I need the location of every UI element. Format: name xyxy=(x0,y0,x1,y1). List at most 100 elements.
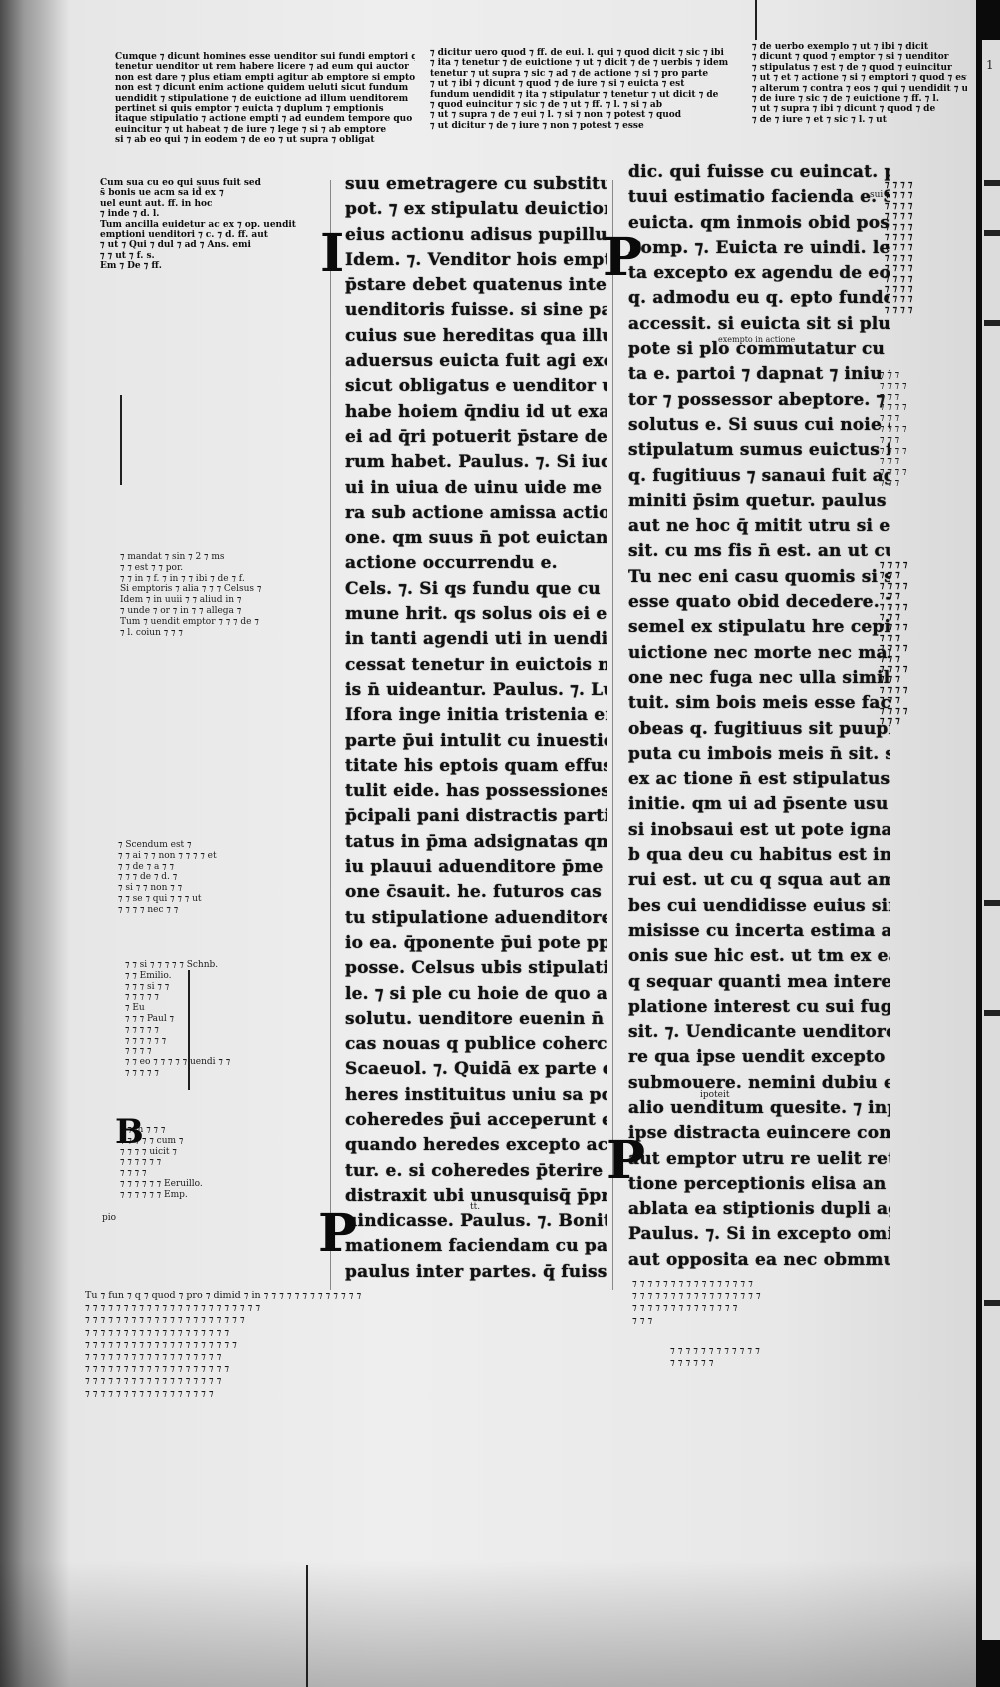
right-margin-gloss: ⁊ ⁊ ⁊⁊ ⁊ ⁊ ⁊⁊ ⁊ ⁊⁊ ⁊ ⁊ ⁊⁊ ⁊ ⁊⁊ ⁊ ⁊ ⁊⁊ ⁊ … xyxy=(880,370,975,500)
text-line: si inobsaui est ut pote ignauim. ⁊ io xyxy=(628,819,890,840)
text-line: initie. qm ui ad p̄sente usu p̄tinet. ea xyxy=(628,794,890,815)
gloss-line: ⁊ ⁊ ⁊ xyxy=(880,456,900,467)
gloss-line: ⁊ ⁊ ⁊ ⁊ xyxy=(880,601,908,612)
gloss-line: ⁊ stipulatus ⁊ est ⁊ de ⁊ quod ⁊ euincit… xyxy=(752,62,952,73)
gloss-line: fundum uendidit ⁊ ita ⁊ stipulatur ⁊ ten… xyxy=(430,89,719,100)
bottom-note-gloss: ⁊ ⁊ ⁊ ⁊ ⁊ ⁊ ⁊ ⁊ ⁊ ⁊ ⁊ ⁊⁊ ⁊ ⁊ ⁊ ⁊ ⁊ xyxy=(670,1345,910,1375)
gloss-line: ⁊ ut ⁊ et ⁊ actione ⁊ si ⁊ emptori ⁊ quo… xyxy=(752,73,967,84)
gloss-line: ⁊ ⁊ ut ⁊ f. s. xyxy=(100,250,155,261)
gloss-line: ⁊ ⁊ si ⁊ ⁊ ⁊ ⁊ ⁊ Schnb. xyxy=(125,960,219,970)
gloss-line: ⁊ quod euincitur ⁊ sic ⁊ de ⁊ ut ⁊ ff. ⁊… xyxy=(430,100,662,111)
text-line: aut ne hoc q̄ mitit utru si euictus xyxy=(628,516,890,537)
gloss-line: pertinet si quis emptor ⁊ euicta ⁊ duplu… xyxy=(115,104,384,115)
gloss-line: ⁊ ⁊ ⁊ ⁊ ⁊ ⁊ ⁊ ⁊ ⁊ ⁊ ⁊ ⁊ ⁊ ⁊ ⁊ ⁊ ⁊ ⁊ ⁊ ⁊ … xyxy=(85,1302,261,1314)
gloss-line: Cumque ⁊ dicunt homines esse uenditor su… xyxy=(115,52,415,62)
right-margin-gloss: ⁊ ⁊ ⁊ ⁊⁊ ⁊ ⁊ ⁊⁊ ⁊ ⁊ ⁊⁊ ⁊ ⁊ ⁊⁊ ⁊ ⁊ ⁊⁊ ⁊ ⁊… xyxy=(885,180,975,330)
gloss-line: ⁊ ⁊ ⁊ ⁊ xyxy=(885,180,913,190)
gloss-line: Si emptoris ⁊ alia ⁊ ⁊ ⁊ Celsus ⁊ xyxy=(120,584,262,595)
gloss-line: ⁊ ⁊ ⁊ ⁊ xyxy=(885,252,913,263)
left-margin-gloss: ⁊ ⁊ in ⁊ ⁊ ⁊⁊ ⁊ ⁊ ⁊ ⁊ cum ⁊⁊ ⁊ ⁊ ⁊ uicit… xyxy=(120,1125,330,1265)
text-line: re qua ipse uendit excepto dolo p̄s xyxy=(628,1047,890,1068)
text-line: mune hrit. qs solus ois ei esset ius xyxy=(345,604,607,625)
text-line: io ea. q̄ponente p̄ui pote ppeti xyxy=(345,932,607,953)
text-line: ablata ea stiptionis dupli agere. xyxy=(628,1199,890,1220)
gloss-line: uel eunt aut. ff. in hoc xyxy=(100,198,213,209)
text-line: one nec fuga nec ulla simili ca amit xyxy=(628,667,890,688)
text-line: rui est. ut cu q squa aut ame aut a xyxy=(628,870,890,891)
gloss-line: ⁊ ⁊ ⁊ ⁊ xyxy=(880,445,907,456)
gloss-line: ⁊ ⁊ ⁊ ⁊ xyxy=(880,467,907,478)
next-page-text-fragment xyxy=(984,1010,1000,1016)
gloss-line: ⁊ ⁊ ⁊ xyxy=(880,591,900,602)
text-line: tor ⁊ possessor abeptore. ⁊ uictus ab xyxy=(628,389,890,410)
text-line: mationem faciendam cu pars euincitur xyxy=(345,1236,607,1257)
text-line: tatus in p̄ma adsignatas qm an xyxy=(345,831,607,852)
gloss-line: ⁊ ⁊ ⁊ ⁊ nec ⁊ ⁊ xyxy=(118,904,179,915)
gloss-line: ⁊ ⁊ ⁊ xyxy=(880,695,900,706)
gloss-line: ⁊ ut dicitur ⁊ de ⁊ iure ⁊ non ⁊ potest … xyxy=(430,120,644,131)
gloss-line: ⁊ ⁊ ⁊ xyxy=(880,674,900,685)
gloss-line: Cum sua cu eo qui suus fuit sed xyxy=(100,178,261,188)
text-line: ra sub actione amissa actione peruenti xyxy=(345,502,607,523)
gloss-line: ⁊ si ⁊ ⁊ non ⁊ ⁊ xyxy=(118,883,183,894)
text-line: q. admodu eu q. epto fundo nolatum xyxy=(628,288,890,309)
gloss-line: ⁊ ⁊ ⁊ ⁊ ⁊ ⁊ xyxy=(125,1035,167,1046)
text-line: tu stipulatione aduenditore n̄ ptinere. xyxy=(345,907,607,928)
interlinear-gloss: tt. xyxy=(470,1202,481,1212)
left-margin-gloss: ⁊ mandat ⁊ sin ⁊ 2 ⁊ ms⁊ ⁊ est ⁊ ⁊ por.⁊… xyxy=(120,552,330,732)
text-line: eius actionu adisus pupillu hre xyxy=(345,224,607,245)
page-crease xyxy=(755,0,757,40)
gloss-line: ⁊ ⁊ ⁊ Paul ⁊ xyxy=(125,1013,175,1024)
bottom-left-gloss: Tu ⁊ fun ⁊ q ⁊ quod ⁊ pro ⁊ dimid ⁊ in ⁊… xyxy=(85,1290,620,1405)
text-line: tione perceptionis elisa an potius xyxy=(628,1173,890,1194)
gloss-line: Tum ancilla euidetur ac ex ⁊ op. uendit xyxy=(100,219,296,230)
next-page-text-fragment xyxy=(984,230,1000,236)
text-line: paulus inter partes. q̄ fuisse indiu xyxy=(345,1261,607,1282)
gloss-line: non est dare ⁊ plus etiam empti agitur a… xyxy=(115,72,415,83)
column-ruling xyxy=(612,180,613,1290)
gloss-line: ⁊ Scendum est ⁊ xyxy=(118,840,192,850)
gloss-line: ⁊ de ⁊ iure ⁊ et ⁊ sic ⁊ l. ⁊ ut xyxy=(752,114,887,125)
text-line: obeas q. fugitiuus sit puupior sim at xyxy=(628,718,890,739)
left-margin-gloss: ⁊ ⁊ si ⁊ ⁊ ⁊ ⁊ ⁊ Schnb.⁊ ⁊ Emilio.⁊ ⁊ ⁊ … xyxy=(125,960,335,1110)
text-line: one. qm suus n̄ pot euictanem expe xyxy=(345,528,607,549)
gloss-line: ⁊ ⁊ ⁊ ⁊ xyxy=(880,560,908,570)
gloss-line: ⁊ ⁊ ⁊ ⁊ ⁊ ⁊ ⁊ ⁊ ⁊ ⁊ ⁊ ⁊ ⁊ ⁊ xyxy=(632,1302,738,1314)
text-line: habe hoiem q̄ndiu id ut exaq̄ p xyxy=(345,401,607,422)
gloss-line: ⁊ ⁊ ⁊ ⁊ ⁊ ⁊ ⁊ ⁊ ⁊ ⁊ ⁊ ⁊ ⁊ ⁊ ⁊ ⁊ ⁊ xyxy=(85,1387,214,1399)
gloss-line: ⁊ ⁊ ⁊ ⁊ xyxy=(885,232,913,243)
next-page-text-fragment xyxy=(984,320,1000,326)
gloss-line: Idem ⁊ in uuii ⁊ ⁊ aliud in ⁊ xyxy=(120,595,242,606)
gloss-line: ⁊ ⁊ eo ⁊ ⁊ ⁊ ⁊ ⁊ uendi ⁊ ⁊ xyxy=(125,1057,231,1068)
text-line: euicta. qm inmois obid posui e us xyxy=(628,212,890,233)
text-line: posse. Celsus ubis stipulatiois dup xyxy=(345,958,607,979)
gloss-line: s̄ bonis ue acm sa id̄ ex ⁊ xyxy=(100,188,224,199)
gloss-line: ⁊ alterum ⁊ contra ⁊ eos ⁊ qui ⁊ uendidi… xyxy=(752,83,967,94)
gloss-line: ⁊ ⁊ ⁊ ⁊ xyxy=(885,284,913,295)
text-line: submouere. nemini dubiu e. q̄ amius xyxy=(628,1072,890,1093)
interlinear-gloss: ipoteit xyxy=(700,1090,730,1100)
text-line: Tu nec eni casu quomis si statim mea xyxy=(628,566,890,587)
gloss-line: ⁊ ⁊ in ⁊ f. ⁊ in ⁊ ⁊ ibi ⁊ de ⁊ f. xyxy=(120,573,245,584)
top-left-gloss: Cumque ⁊ dicunt homines esse uenditor su… xyxy=(115,52,415,170)
text-line: in tanti agendi uti in uenditoe ⁊ xyxy=(345,629,607,650)
text-line: q. fugitiuus ⁊ sanaui fuit agere licet. xyxy=(628,465,890,486)
text-line: tur. e. si coheredes p̄terire affluerit … xyxy=(345,1160,607,1181)
gloss-line: uendidit ⁊ stipulatione ⁊ de euictione a… xyxy=(115,93,409,104)
gloss-line: ⁊ ⁊ ⁊ ⁊ xyxy=(880,622,908,633)
text-line: onis sue hic est. ut tm ex ea stiptione xyxy=(628,946,890,967)
text-line: miniti p̄sim quetur. paulus uidemus xyxy=(628,490,890,511)
gloss-line: ⁊ ⁊ ⁊ ⁊ ⁊ ⁊ ⁊ ⁊ ⁊ ⁊ ⁊ ⁊ ⁊ ⁊ ⁊ ⁊ ⁊ ⁊ ⁊ ⁊ … xyxy=(85,1314,245,1326)
gloss-initial-letter: B xyxy=(115,1112,144,1152)
gloss-line: ⁊ ⁊ ⁊ ⁊ xyxy=(880,402,907,413)
text-line: q sequar quanti mea interest. ⁊ p̄ si xyxy=(628,971,890,992)
gloss-line: ⁊ ⁊ ⁊ ⁊ ⁊ ⁊ Emp. xyxy=(120,1189,188,1200)
interlinear-gloss: exempto in actione xyxy=(718,335,796,344)
gloss-line: ⁊ ⁊ ⁊ ⁊ ⁊ ⁊ Eeruillo. xyxy=(120,1178,203,1189)
text-line: parte p̄ui intulit cu inuestidua qua xyxy=(345,730,607,751)
text-line: solutus e. Si suus cui noie dupla xyxy=(628,414,890,435)
text-line: bes cui uendidisse euius similie p̄ta xyxy=(628,895,890,916)
gloss-line: ⁊ ut ⁊ ibi ⁊ dicunt ⁊ quod ⁊ de iure ⁊ s… xyxy=(430,79,685,90)
text-line: esse quato obid decedere. ⁊ qui action xyxy=(628,592,890,613)
text-line: platione interest cu sui fugitiuus n̄ xyxy=(628,996,890,1017)
